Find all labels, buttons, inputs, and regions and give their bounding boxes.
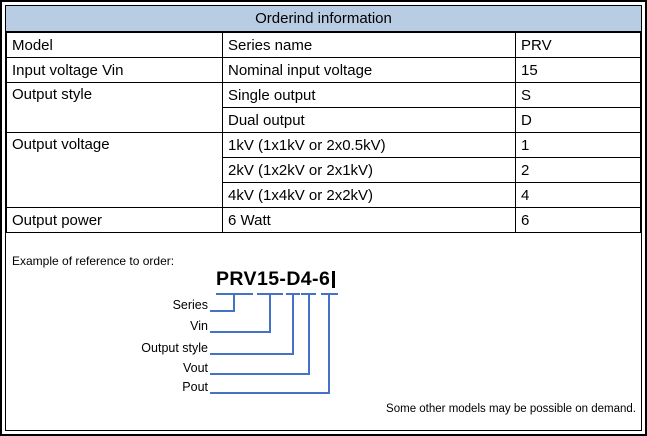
table-row: 4kV (1x4kV or 2x2kV) 4 (7, 182, 641, 208)
underline-pout (321, 293, 338, 295)
connector-series-vertical (233, 295, 235, 312)
connector-vout-horizontal (210, 373, 310, 375)
model-code-text: PRV15-D4-6 (216, 268, 331, 290)
cell-vin-code: 15 (515, 57, 641, 83)
ordering-table: Orderind information Model Series name P… (5, 5, 642, 431)
cell-output-style: Output style (6, 82, 223, 133)
cell-4kv: 4kV (1x4kV or 2x2kV) (222, 182, 516, 208)
cell-1kv: 1kV (1x1kV or 2x0.5kV) (222, 132, 516, 158)
demand-note: Some other models may be possible on dem… (386, 403, 636, 415)
table-row: Dual output D (7, 107, 641, 133)
cell-dual-output: Dual output (222, 107, 516, 133)
table-row: Output style Single output S (6, 82, 641, 133)
connector-output-style-horizontal (210, 353, 294, 355)
table-row: Model Series name PRV (6, 32, 641, 58)
table-row: Input voltage Vin Nominal input voltage … (6, 57, 641, 83)
cell-single-code: S (515, 82, 641, 108)
cell-series-code: PRV (515, 32, 641, 58)
label-pout: Pout (182, 380, 208, 394)
cell-2kv-code: 2 (515, 157, 641, 183)
connector-pout-horizontal (210, 392, 330, 394)
cell-series-name: Series name (222, 32, 516, 58)
underline-vout (301, 293, 316, 295)
cell-output-voltage: Output voltage (6, 132, 223, 208)
label-series: Series (172, 298, 208, 312)
model-code: PRV15-D4-6 (216, 268, 336, 290)
cell-single-output: Single output (222, 82, 516, 108)
underline-vin (257, 293, 283, 295)
label-vout: Vout (182, 361, 208, 375)
connector-vout-vertical (308, 295, 310, 375)
cell-output-power: Output power (6, 207, 223, 233)
connector-vin-vertical (269, 295, 271, 333)
cell-nominal-input: Nominal input voltage (222, 57, 516, 83)
connector-series-horizontal (210, 310, 235, 312)
ordering-grid: Model Series name PRV Input voltage Vin … (6, 32, 641, 233)
example-caption: Example of reference to order: (12, 254, 175, 268)
cell-pout-code: 6 (515, 207, 641, 233)
cell-input-voltage: Input voltage Vin (6, 57, 223, 83)
cell-4kv-code: 4 (515, 182, 641, 208)
cell-6-watt: 6 Watt (222, 207, 516, 233)
cell-2kv: 2kV (1x2kV or 2x1kV) (222, 157, 516, 183)
label-output-style: Output style (141, 341, 208, 355)
table-title: Orderind information (6, 6, 641, 32)
order-example-section: Example of reference to order: PRV15-D4-… (6, 233, 641, 430)
table-row: Output voltage 1kV (1x1kV or 2x0.5kV) 1 (6, 132, 641, 208)
clipped-character-artifact (332, 271, 336, 288)
connector-pout-vertical (328, 295, 330, 394)
underline-series (216, 293, 253, 295)
label-vin: Vin (190, 319, 208, 333)
cell-model: Model (6, 32, 223, 58)
cell-dual-code: D (515, 107, 641, 133)
connector-vin-horizontal (210, 331, 271, 333)
underline-output-style (286, 293, 300, 295)
table-row: Output power 6 Watt 6 (6, 207, 641, 233)
connector-output-style-vertical (292, 295, 294, 355)
cell-1kv-code: 1 (515, 132, 641, 158)
